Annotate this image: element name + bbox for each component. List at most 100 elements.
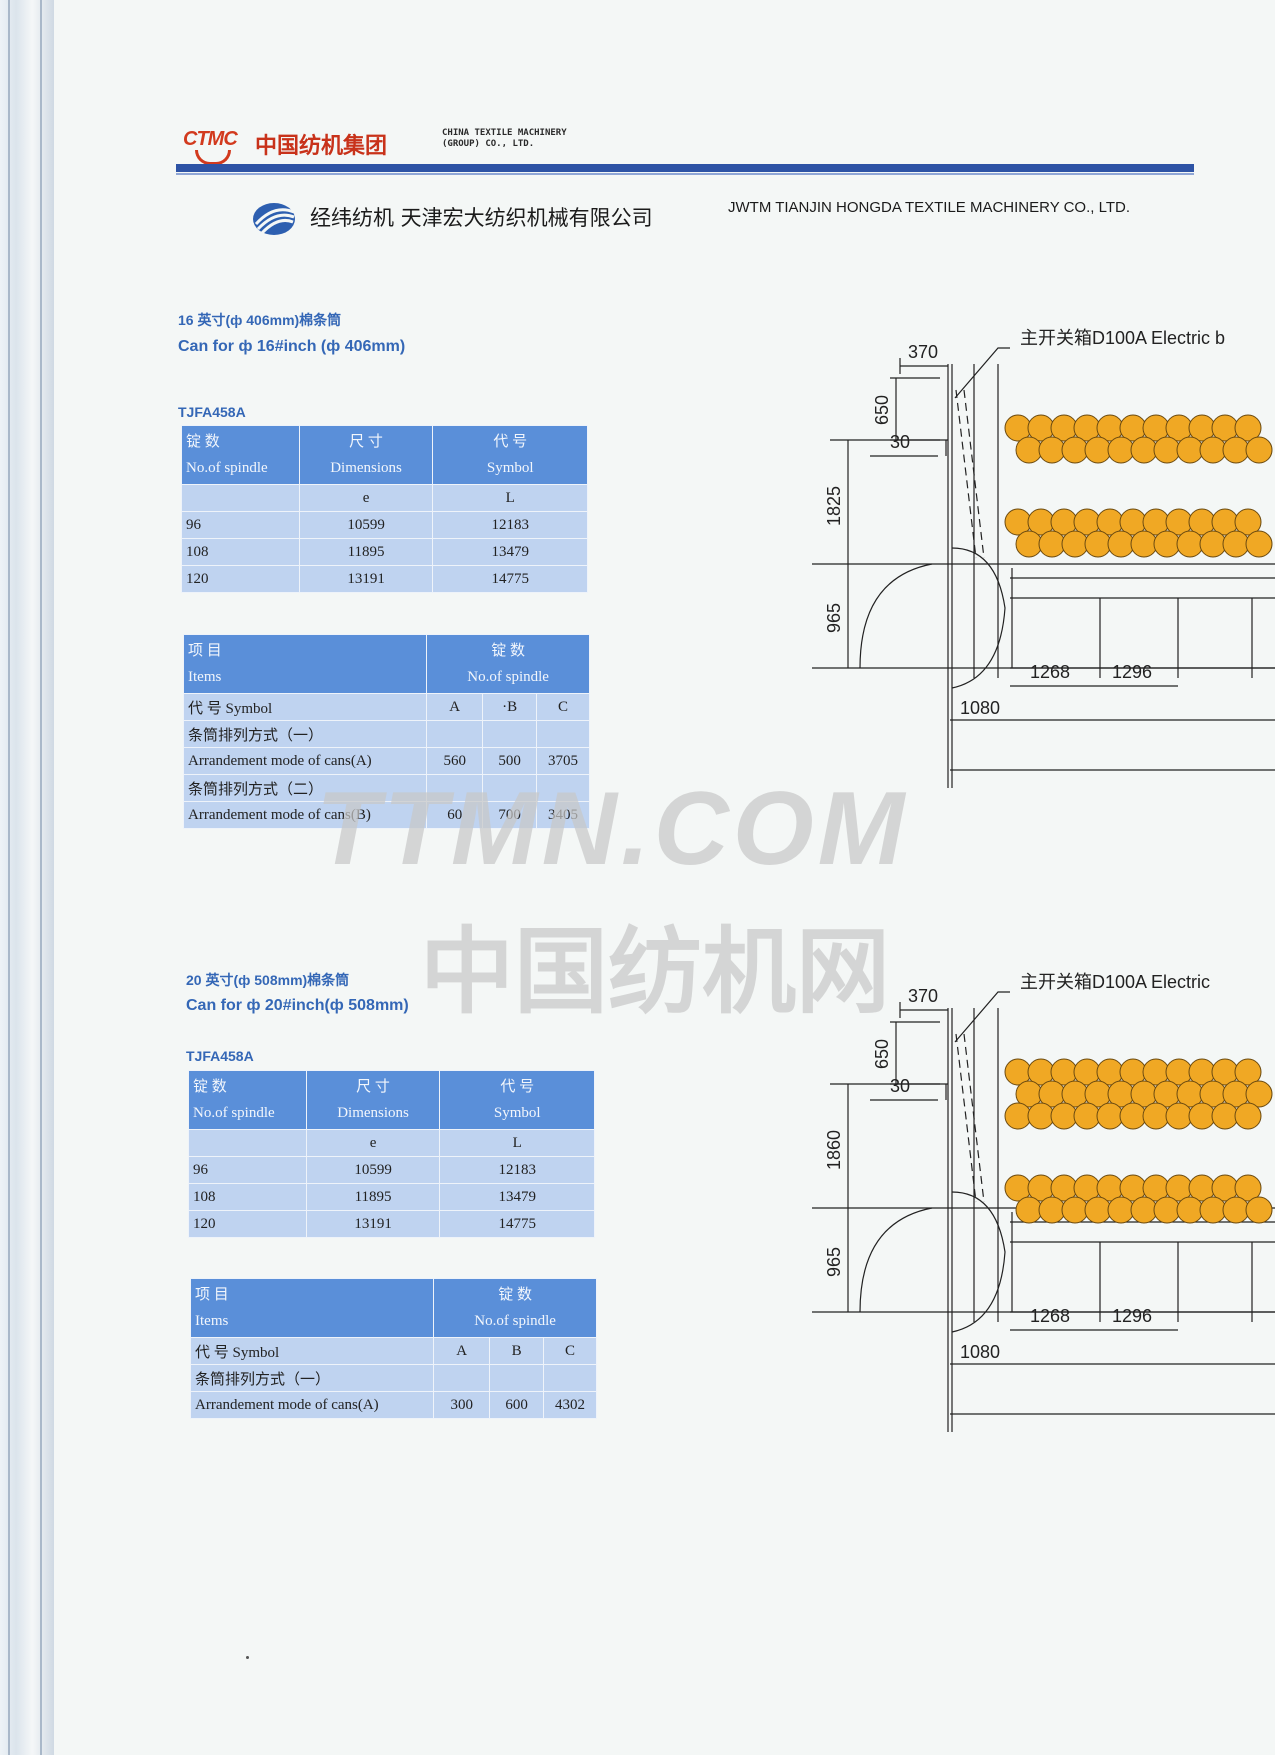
table-cell: 10599 [298, 511, 434, 539]
table-cell: 代 号 Symbol [189, 1337, 435, 1365]
table-subheader-row: e L [181, 484, 588, 512]
table-cell: B [489, 1337, 545, 1365]
table-cell [181, 484, 300, 512]
dim-1080: 1080 [960, 698, 1000, 718]
door-arc [859, 563, 933, 669]
table-cell [188, 1129, 307, 1157]
page-mark [246, 1656, 249, 1659]
table-cell: 代 号 Symbol [182, 693, 428, 721]
cotton-can [1222, 436, 1250, 464]
cotton-can [1222, 530, 1250, 558]
brochure-page [54, 0, 1275, 1755]
cotton-can [1245, 436, 1273, 464]
dim-1268: 1268 [1030, 1306, 1070, 1326]
dim-height: 1825 [824, 486, 844, 526]
cotton-can [1234, 508, 1262, 536]
section1-model: TJFA458A [178, 404, 246, 420]
dim-650: 650 [872, 1039, 892, 1069]
binder-edge [0, 0, 54, 1755]
dim-370: 370 [908, 986, 938, 1006]
cotton-can [1038, 530, 1066, 558]
table-cell: 96 [181, 511, 300, 539]
cotton-can [1050, 1102, 1078, 1130]
watermark-cn: 中国纺机网 [420, 918, 891, 1027]
ctmc-english-name: CHINA TEXTILE MACHINERY (GROUP) CO., LTD… [442, 128, 567, 149]
table-row: Arrandement mode of cans(B) 60 700 3405 [182, 801, 590, 829]
cotton-can [1130, 530, 1158, 558]
table-row: 条筒排列方式（二） [182, 774, 590, 802]
cotton-can [1130, 1196, 1158, 1224]
table-row: 96 10599 12183 [181, 511, 588, 539]
door-arc [951, 547, 1006, 689]
table-cell: C [536, 693, 590, 721]
table-row: 条筒排列方式（一） [189, 1364, 597, 1392]
cotton-can [1153, 1196, 1181, 1224]
table-row: 代 号 Symbol A ·B C [182, 693, 590, 721]
dim-30: 30 [890, 432, 910, 452]
table-cell: 3705 [536, 747, 590, 775]
dim-965: 965 [824, 1247, 844, 1277]
cotton-can [1222, 1196, 1250, 1224]
cotton-can [1015, 1196, 1043, 1224]
table-cell: e [298, 484, 434, 512]
cotton-can [1084, 436, 1112, 464]
cotton-can [1199, 1196, 1227, 1224]
table-cell: e [305, 1129, 441, 1157]
section1-title-en: Can for ф 16#inch (ф 406mm) [178, 338, 406, 355]
switchbox-label: 主开关箱D100A Electric [1020, 972, 1210, 992]
cotton-can [1107, 1196, 1135, 1224]
cotton-can [1165, 1102, 1193, 1130]
table-row: 108 11895 13479 [181, 538, 588, 566]
table-cell: 600 [489, 1391, 545, 1419]
header-rule [176, 164, 1194, 172]
table-cell: A [433, 1337, 491, 1365]
dim-370: 370 [908, 342, 938, 362]
table-cell: L [439, 1129, 595, 1157]
dim-1080: 1080 [960, 1342, 1000, 1362]
cotton-can [1096, 1102, 1124, 1130]
dim-1296: 1296 [1112, 662, 1152, 682]
table-row: 代 号 Symbol A B C [189, 1337, 597, 1365]
cotton-can [1188, 1102, 1216, 1130]
guide-line [963, 389, 985, 559]
cotton-can [1027, 1102, 1055, 1130]
cotton-can [1107, 436, 1135, 464]
guide-line [955, 1033, 977, 1203]
ctmc-chinese-name: 中国纺机集团 [255, 134, 388, 159]
jwtm-logo-icon [253, 203, 295, 235]
cotton-can [1153, 530, 1181, 558]
guide-line [955, 389, 977, 559]
cotton-can [1153, 436, 1181, 464]
cotton-can [1119, 1102, 1147, 1130]
table-cell: Arrandement mode of cans(A) [182, 747, 428, 775]
binder-line [40, 0, 42, 1755]
cotton-can [1199, 436, 1227, 464]
cotton-can [1245, 530, 1273, 558]
table-cell: 13191 [298, 565, 434, 593]
table-row: Arrandement mode of cans(A) 300 600 4302 [189, 1391, 597, 1419]
section2-title-en: Can for ф 20#inch(ф 508mm) [186, 997, 409, 1014]
cotton-can [1211, 1102, 1239, 1130]
dim-height: 1860 [824, 1130, 844, 1170]
table-cell: 11895 [305, 1183, 441, 1211]
header-rule-thin [176, 173, 1194, 175]
table-cell: 12183 [439, 1156, 595, 1184]
table-cell: ·B [482, 693, 538, 721]
table-cell: 12183 [432, 511, 588, 539]
table-cell: 13479 [439, 1183, 595, 1211]
cotton-can [1015, 530, 1043, 558]
cotton-can [1234, 1102, 1262, 1130]
table-cell: 120 [181, 565, 300, 593]
